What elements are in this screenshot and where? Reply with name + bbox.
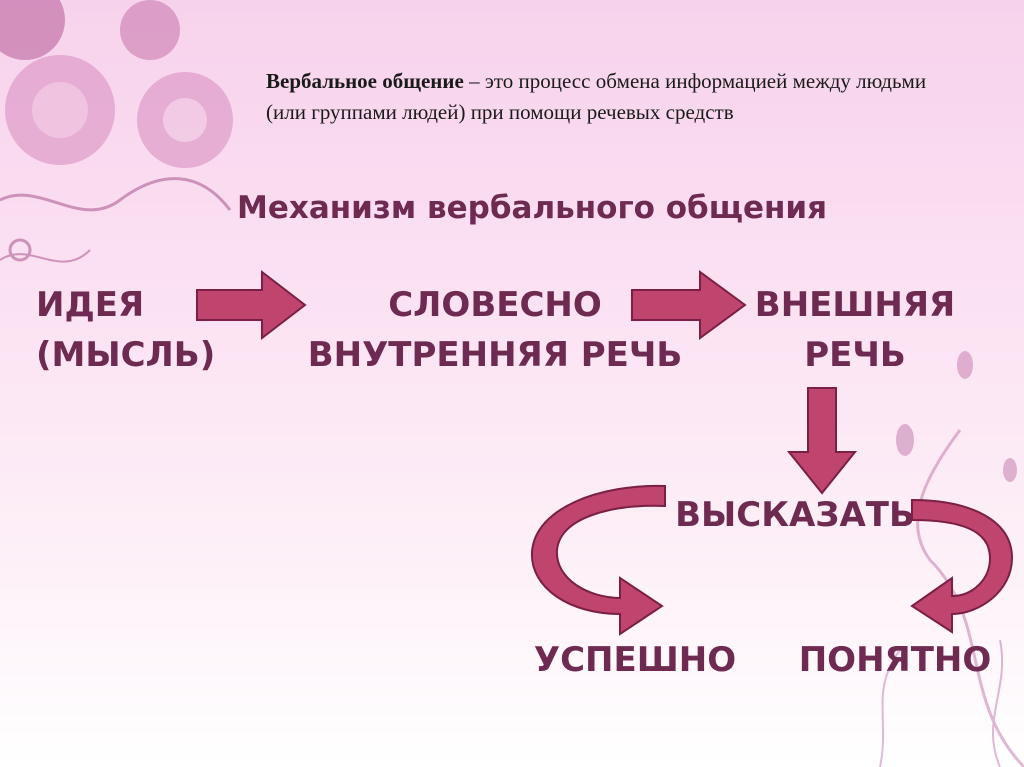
node-idea: ИДЕЯ (МЫСЛЬ) xyxy=(36,280,215,380)
node-outer-speech-line-2: РЕЧЬ xyxy=(804,335,906,375)
definition-term: Вербальное общение xyxy=(266,69,464,93)
node-idea-line-1: ИДЕЯ xyxy=(36,285,145,325)
node-outer-speech-line-1: ВНЕШНЯЯ xyxy=(754,285,956,325)
node-say: ВЫСКАЗАТЬ xyxy=(675,495,915,535)
node-success: УСПЕШНО xyxy=(533,640,737,680)
node-inner-speech-line-1: СЛОВЕСНО xyxy=(388,285,602,325)
node-inner-speech-line-2: ВНУТРЕННЯЯ РЕЧЬ xyxy=(307,335,683,375)
node-clear: ПОНЯТНО xyxy=(798,640,992,680)
definition-text: Вербальное общение – это процесс обмена … xyxy=(266,66,966,128)
diagram-title: Механизм вербального общения xyxy=(236,190,828,226)
node-idea-line-2: (МЫСЛЬ) xyxy=(36,335,216,375)
node-outer-speech: ВНЕШНЯЯ РЕЧЬ xyxy=(750,280,960,380)
definition-body: – это процесс обмена информацией между л… xyxy=(266,69,927,124)
node-inner-speech: СЛОВЕСНО ВНУТРЕННЯЯ РЕЧЬ xyxy=(300,280,690,380)
